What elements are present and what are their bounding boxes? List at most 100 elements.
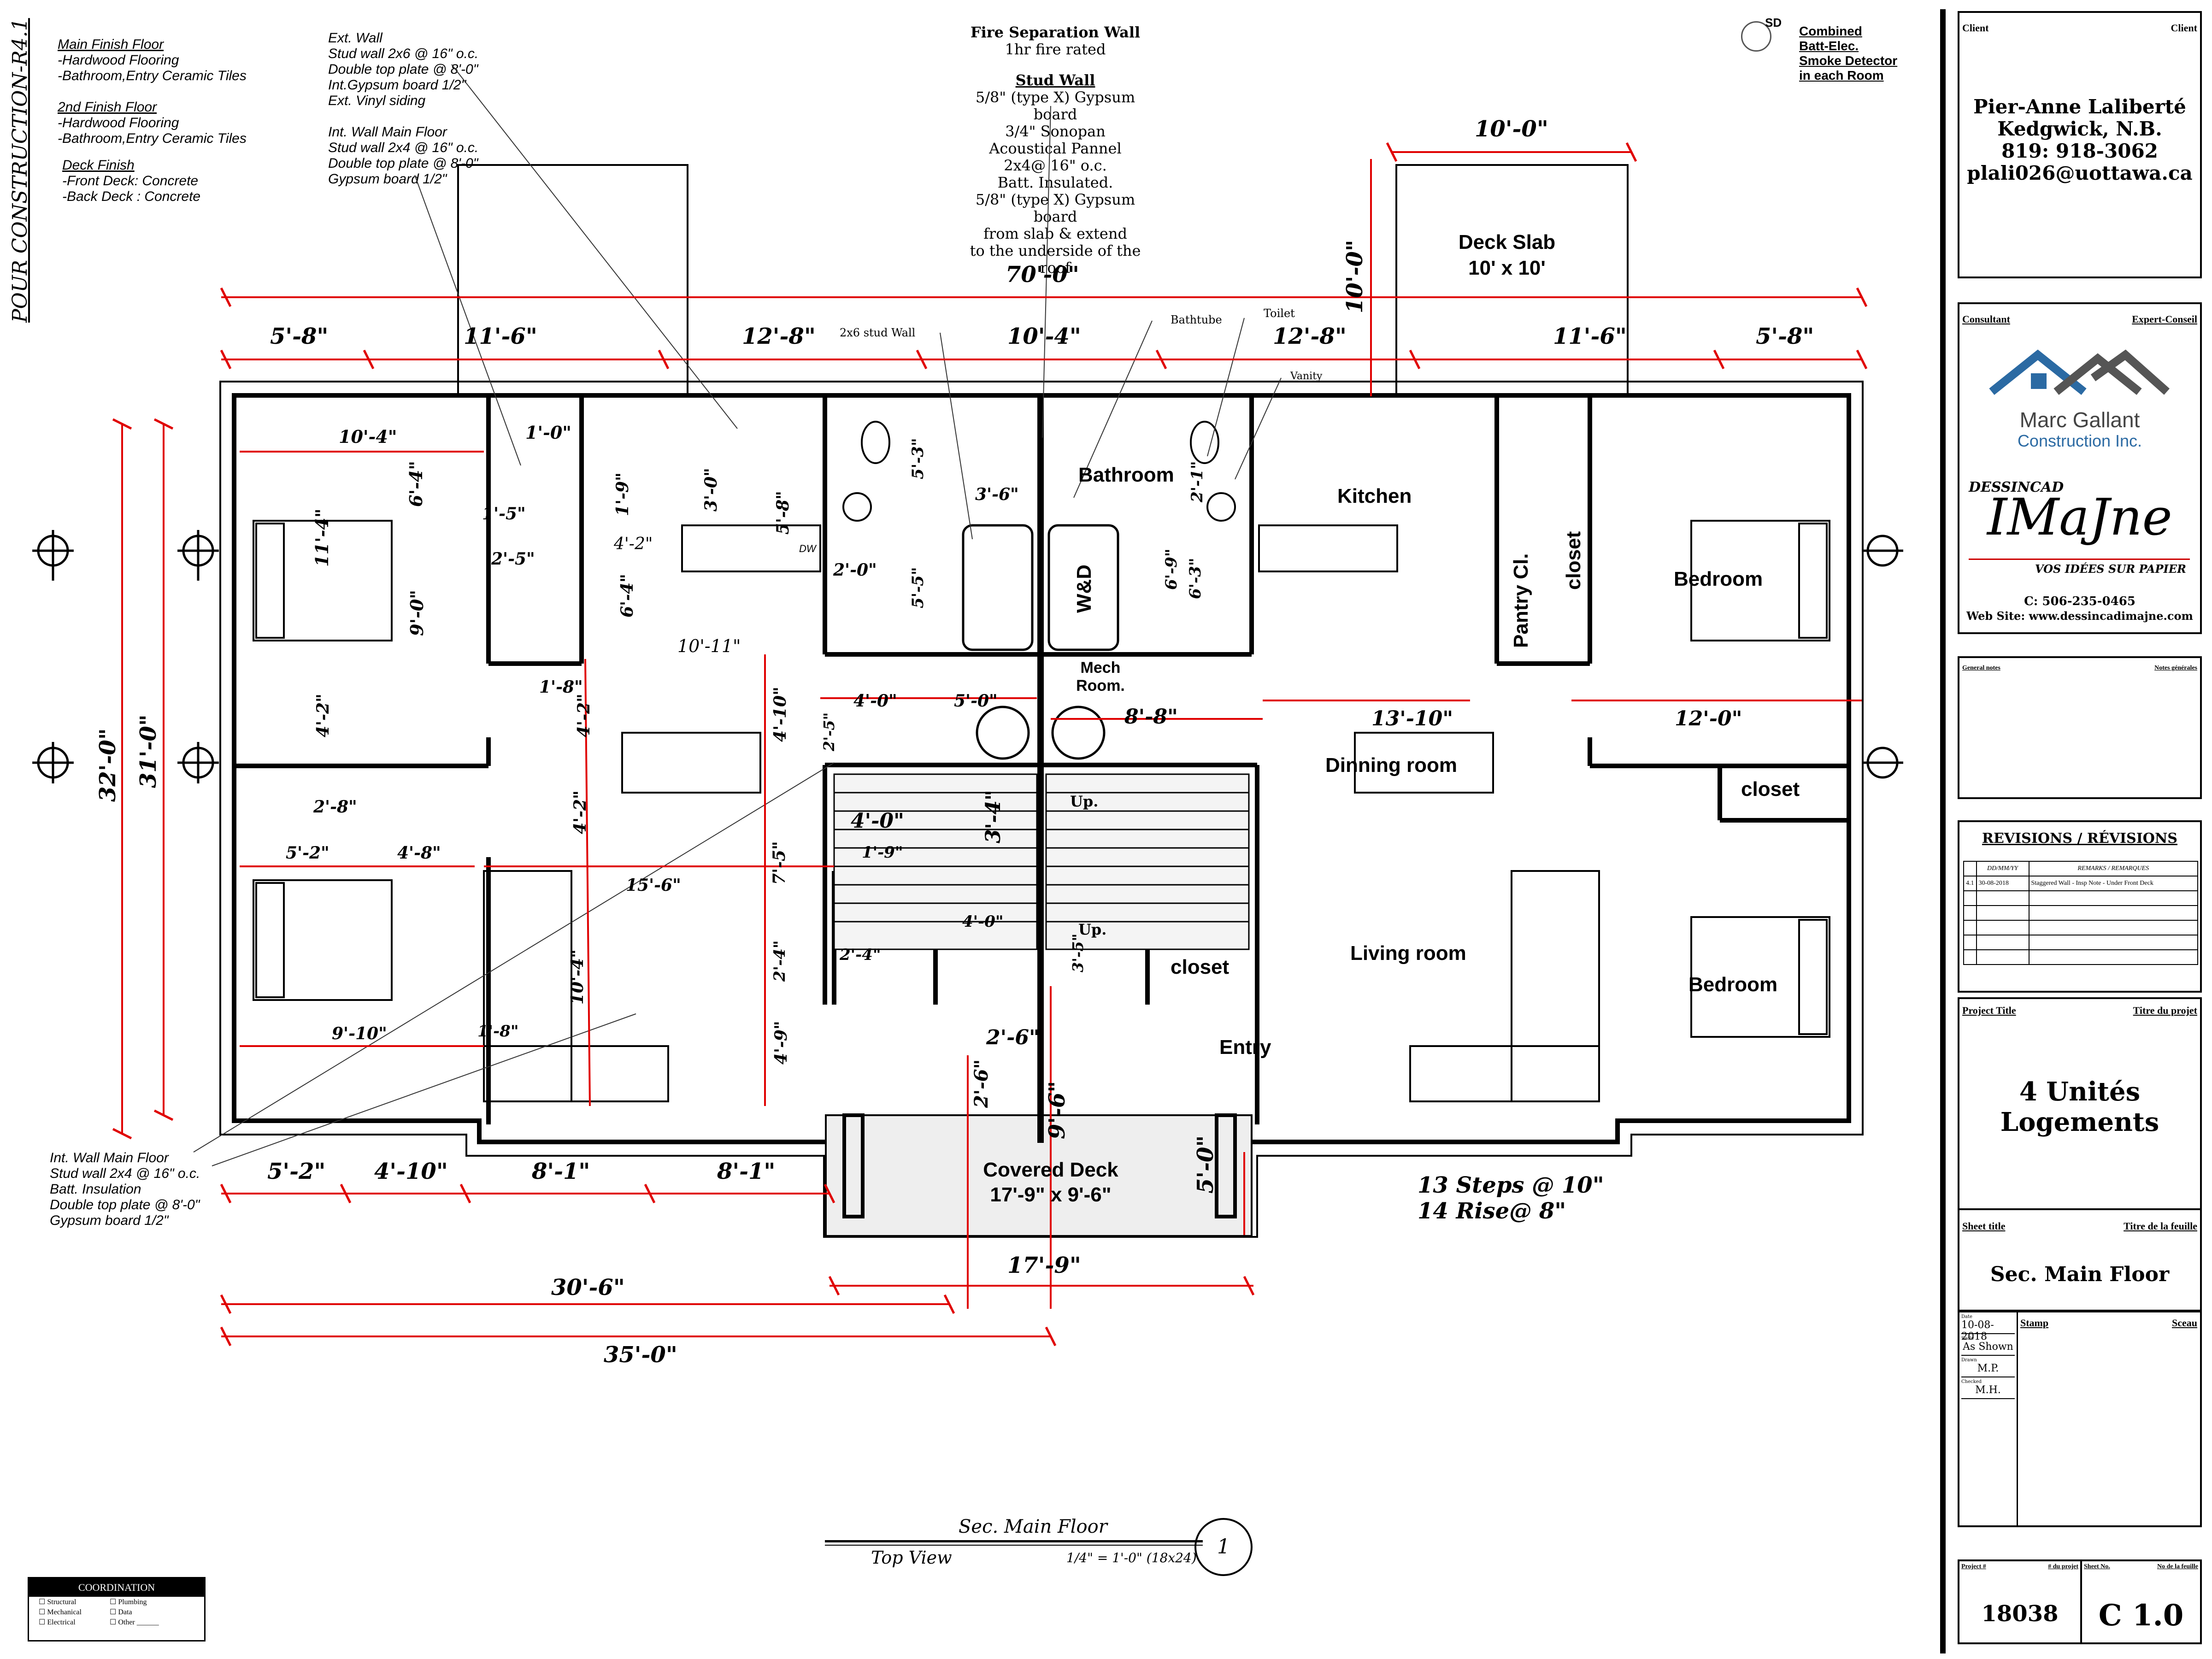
rev-header: DD/MM/YY (1976, 861, 2030, 877)
dim-bottom-2: 4'-10" (374, 1159, 448, 1184)
revisions-title: REVISIONS / RÉVISIONS (1982, 830, 2177, 847)
stair-up-label: Up. (1070, 793, 1099, 810)
ext-wall-note: Ext. Wall Stud wall 2x6 @ 16" o.c. Doubl… (328, 30, 522, 187)
drawing-title: Sec. Main Floor Top View 1/4" = 1'-0" (1… (825, 1516, 1203, 1571)
coord-check[interactable]: ☐ Mechanical (39, 1608, 82, 1616)
note-line: Double top plate @ 8'-0" (328, 62, 478, 77)
coord-check[interactable]: ☐ Electrical (39, 1618, 76, 1626)
sheet-title-label-fr: Titre de la feuille (2124, 1220, 2197, 1232)
note-line: Batt. Insulation (50, 1182, 141, 1197)
coord-check[interactable]: ☐ Data (109, 1608, 132, 1616)
coord-check[interactable]: ☐ Plumbing (109, 1598, 147, 1606)
room-dining: Dinning room (1325, 754, 1457, 777)
consultant-label: Consultant (1962, 313, 2010, 325)
sheet-title-box: Sheet title Titre de la feuille Sec. Mai… (1958, 1214, 2202, 1312)
dim-interior: 11'-4" (312, 508, 332, 567)
room-bedroom: Bedroom (1688, 973, 1778, 996)
callout-toilet: Toilet (1264, 307, 1295, 320)
note-line: Stud wall 2x4 @ 16" o.c. (50, 1166, 200, 1181)
stud-line: 5/8" (type X) Gypsum board (975, 88, 1135, 123)
room-bedroom: Bedroom (1674, 568, 1763, 590)
dim-bottom-35: 35'-0" (604, 1342, 677, 1368)
project-title-line: 4 Unités (2019, 1077, 2141, 1107)
project-title-box: Project Title Titre du projet 4 Unités L… (1958, 997, 2202, 1216)
dim-top-4: 10'-4" (1007, 324, 1081, 349)
dim-left-overall: 32'-0" (95, 728, 121, 802)
project-number-label-fr: # du projet (2048, 1563, 2078, 1570)
deck-slab-label: Deck Slab (1458, 231, 1556, 253)
dim-interior: 2'-5" (491, 549, 535, 569)
checked-value: M.H. (1961, 1384, 2015, 1399)
deck-finish-line: -Front Deck: Concrete (62, 173, 199, 188)
dim-bottom-deck: 17'-9" (1007, 1253, 1081, 1278)
dim-left-inner: 31'-0" (135, 714, 161, 788)
covered-deck-label: Covered Deck (983, 1159, 1118, 1181)
consultant-label-fr: Expert-Conseil (2132, 313, 2197, 325)
second-finish-line: -Bathroom,Entry Ceramic Tiles (58, 131, 247, 146)
drawing-view: Top View (871, 1547, 952, 1568)
sofas (483, 870, 1600, 1102)
callout-stud-wall: 2x6 stud Wall (840, 326, 916, 339)
dimension-ticks (112, 142, 1868, 1347)
company-logo-icon (1989, 349, 2170, 395)
company-name-2: Construction Inc. (2017, 431, 2142, 450)
info-column: Date 10-08-2018 Scale As Shown Drawn M.P… (1959, 1312, 2018, 1525)
dim-interior: 4'-2" (614, 535, 653, 553)
fire-wall-note: Fire Separation Wall 1hr fire rated Stud… (968, 24, 1143, 276)
checked-label: Checked (1961, 1379, 1982, 1384)
stairs-note: 13 Steps @ 10" 14 Rise@ 8" (1418, 1172, 1604, 1224)
coord-check[interactable]: ☐ Other ______ (109, 1618, 159, 1626)
leader-lines (193, 64, 1282, 1166)
fire-wall-rating: 1hr fire rated (1005, 41, 1106, 58)
dim-top-6: 11'-6" (1553, 324, 1627, 349)
client-label-fr: Client (2171, 22, 2197, 34)
second-finish-title: 2nd Finish Floor (58, 100, 157, 115)
dim-interior: 2'-5" (820, 712, 838, 751)
covered-deck-size: 17'-9" x 9'-6" (990, 1183, 1112, 1206)
dim-interior: 5'-0" (954, 691, 998, 711)
room-mech: Mech Room. (1076, 659, 1125, 694)
project-number: 18038 (1981, 1601, 2059, 1627)
stairs (833, 773, 1250, 950)
dim-interior: 2'-8" (313, 797, 357, 817)
client-name: Pier-Anne Laliberté (1973, 95, 2186, 118)
room-closet: closet (1171, 956, 1230, 978)
note-line: Ext. Wall (328, 30, 382, 46)
dim-interior: 4'-2" (574, 694, 594, 737)
room-closet: closet (1562, 531, 1585, 590)
deck-slab-size: 10' x 10' (1468, 257, 1546, 279)
note-line: Int. Wall Main Floor (50, 1150, 169, 1165)
callout-dw: DW (799, 543, 816, 554)
dim-interior: 3'-5" (1069, 933, 1087, 972)
sheet-number-label-fr: No de la feuille (2157, 1563, 2198, 1570)
company-name: Marc Gallant (2019, 408, 2140, 432)
coord-check[interactable]: ☐ Structural (39, 1598, 76, 1606)
note-line: Stud wall 2x6 @ 16" o.c. (328, 46, 479, 61)
bathtub-left (962, 524, 1034, 651)
room-entry: Entry (1219, 1036, 1271, 1059)
grid-marker (32, 530, 74, 581)
imajne-rule (1969, 559, 2190, 560)
project-number-box: Project # # du projet 18038 (1958, 1559, 2082, 1644)
project-title-label: Project Title (1962, 1005, 2016, 1016)
grid-marker (177, 530, 219, 581)
stud-wall-title: Stud Wall (1015, 71, 1095, 89)
dim-bottom-30: 30'-6" (551, 1275, 625, 1300)
note-line: Gypsum board 1/2" (328, 171, 447, 187)
coordination-box: COORDINATION ☐ Structural☐ Plumbing ☐ Me… (28, 1577, 206, 1641)
dim-interior: 2'-4" (840, 946, 881, 964)
dim-interior: 6'-4" (618, 574, 637, 618)
dim-top-7: 5'-8" (1756, 324, 1814, 349)
int-wall-note-lower: Int. Wall Main Floor Stud wall 2x4 @ 16"… (50, 1150, 243, 1229)
general-notes-label-fr: Notes générales (2154, 665, 2197, 671)
client-box: Client Client Pier-Anne Laliberté Kedgwi… (1958, 11, 2202, 278)
room-covered-deck: Covered Deck 17'-9" x 9'-6" (940, 1158, 1161, 1207)
dim-interior: 1'-0" (525, 422, 572, 443)
dim-deck-depth: 10'-0" (1342, 240, 1368, 313)
project-title: 4 Unités Logements (1959, 1077, 2200, 1137)
dim-deck-front: 9'-6" (1044, 1081, 1070, 1139)
smoke-detector-note: Combined Batt-Elec. Smoke Detector in ea… (1799, 24, 1897, 83)
title-block-divider (1940, 9, 1946, 1653)
dim-bottom-1: 5'-2" (267, 1159, 326, 1184)
building-outline (219, 381, 1864, 1238)
